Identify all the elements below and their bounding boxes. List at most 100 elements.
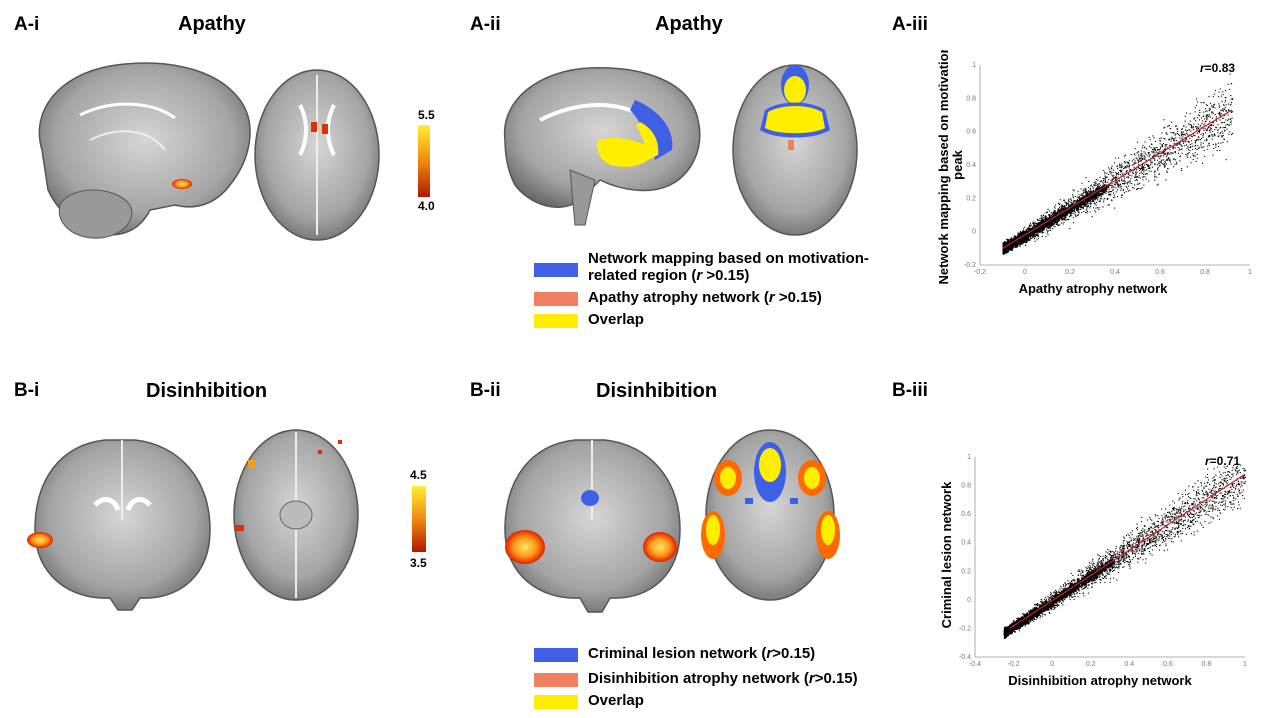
scatter-point (1226, 128, 1228, 130)
scatter-point (1097, 197, 1099, 199)
scatter-point (1036, 234, 1039, 236)
scatter-point (1230, 121, 1232, 123)
scatter-point (1028, 233, 1030, 236)
scatter-point (1061, 216, 1063, 219)
scatter-point (1195, 147, 1197, 150)
scatter-point (1129, 189, 1131, 192)
scatter-point (1102, 181, 1104, 183)
scatter-point (1089, 207, 1091, 209)
scatter-point (1160, 160, 1162, 162)
scatter-point (1029, 239, 1031, 241)
scatter-point (1222, 127, 1224, 129)
scatter-point (1143, 173, 1145, 175)
scatter-point (1078, 204, 1081, 207)
scatter-point (1176, 511, 1178, 513)
scatter-point (1042, 229, 1044, 231)
scatter-point (1154, 149, 1156, 151)
scatter-point (1114, 178, 1116, 180)
scatter-point (1004, 251, 1007, 254)
scatter-point (1150, 163, 1152, 166)
scatter-point (1026, 237, 1028, 240)
scatter-point (1067, 202, 1070, 204)
scatter-point (1228, 124, 1230, 126)
scatter-point (1144, 532, 1146, 534)
scatter-point (1131, 543, 1133, 545)
scatter-point (1046, 223, 1048, 226)
scatter-point (1190, 126, 1192, 129)
scatter-point (1165, 156, 1168, 158)
scatter-point (1151, 554, 1153, 556)
scatter-point (1172, 148, 1174, 150)
scatter-point (1148, 136, 1150, 138)
scatter-point (1219, 487, 1221, 490)
scatter-point (1223, 138, 1225, 140)
scatter-point (1050, 225, 1052, 228)
scatter-point (1127, 185, 1129, 187)
scatter-point (1207, 481, 1209, 483)
scatter-point (1187, 507, 1189, 509)
scatter-point (1214, 107, 1216, 109)
scatter-point (1128, 163, 1130, 165)
scatter-point (1048, 224, 1051, 226)
scatter-point (1172, 158, 1175, 160)
scatter-point (1125, 161, 1127, 163)
scatter-point (1191, 140, 1193, 142)
scatter-point (1123, 556, 1125, 558)
scatter-point (1091, 200, 1093, 202)
scatter-point (1082, 192, 1085, 194)
scatter-point (1209, 124, 1211, 126)
scatter-point (1192, 145, 1194, 147)
scatter-point (1175, 137, 1177, 139)
scatter-point (1144, 176, 1146, 178)
scatter-point (1115, 173, 1117, 175)
scatter-point (1139, 167, 1141, 170)
scatter-point (1127, 165, 1129, 167)
scatter-point (1021, 239, 1024, 242)
scatter-point (1025, 229, 1028, 231)
scatter-point (1185, 134, 1187, 136)
scatter-point (1154, 535, 1156, 537)
scatter-point (1143, 157, 1145, 159)
scatter-point (1066, 209, 1069, 212)
scatter-point (1214, 90, 1217, 92)
scatter-point (1018, 242, 1020, 245)
scatter-point (1152, 135, 1154, 137)
scatter-point (1215, 144, 1217, 146)
scatter-point (1224, 121, 1226, 123)
scatter-point (1158, 151, 1160, 154)
scatter-point (1196, 138, 1198, 141)
scatter-point (1180, 533, 1182, 535)
scatter-point (1085, 567, 1087, 569)
scatter-point (1077, 208, 1080, 211)
scatter-point (1156, 176, 1158, 178)
scatter-point (1151, 531, 1153, 533)
x-tick-label: 0.8 (1200, 269, 1210, 276)
scatter-point (1039, 231, 1041, 233)
scatter-point (1139, 182, 1141, 184)
scatter-point (1170, 121, 1173, 123)
scatter-point (1222, 110, 1224, 112)
scatter-point (1136, 171, 1138, 173)
scatter-point (1141, 550, 1143, 553)
scatter-point (1059, 224, 1061, 226)
scatter-point (1158, 173, 1160, 175)
scatter-point (1208, 125, 1210, 127)
scatter-point (1215, 117, 1217, 119)
scatter-point (1219, 105, 1221, 107)
scatter-point (1014, 246, 1017, 248)
scatter-point (1015, 244, 1018, 246)
scatter-point (1010, 237, 1012, 239)
scatter-point (1205, 116, 1208, 118)
scatter-point (1108, 167, 1110, 169)
scatter-point (1205, 129, 1207, 131)
scatter-point (1048, 214, 1051, 217)
scatter-point (1236, 484, 1238, 486)
scatter-point (1092, 187, 1094, 189)
scatter-point (1053, 214, 1055, 217)
scatter-point (1070, 198, 1072, 200)
panel-label-a-iii: A-iii (892, 14, 928, 35)
scatter-point (1031, 231, 1034, 233)
scatter-point (1112, 177, 1115, 179)
scatter-point (1064, 218, 1066, 220)
scatter-point (1222, 104, 1225, 106)
